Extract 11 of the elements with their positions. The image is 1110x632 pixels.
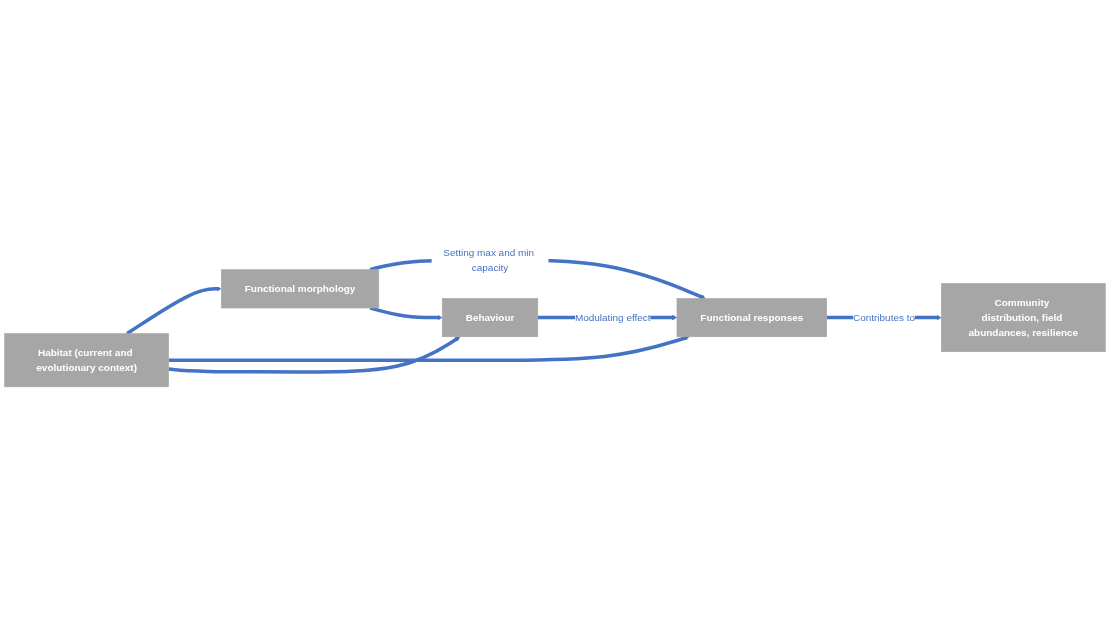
node-box: Behaviour xyxy=(442,298,539,338)
node-box: Functional responses xyxy=(676,298,827,338)
arrow xyxy=(168,335,690,362)
node-box: Functional morphology xyxy=(221,269,380,309)
arrow xyxy=(369,306,443,321)
edge-label: Setting max and min capacity xyxy=(443,246,535,273)
edge-label: Modulating effect xyxy=(574,311,651,324)
node-box: Habitat (current and evolutionary context) xyxy=(4,333,169,388)
edge-label: Contributes to xyxy=(853,311,916,324)
node-box: Community distribution, field abundances, resilience xyxy=(941,283,1106,352)
arrow xyxy=(168,336,461,374)
